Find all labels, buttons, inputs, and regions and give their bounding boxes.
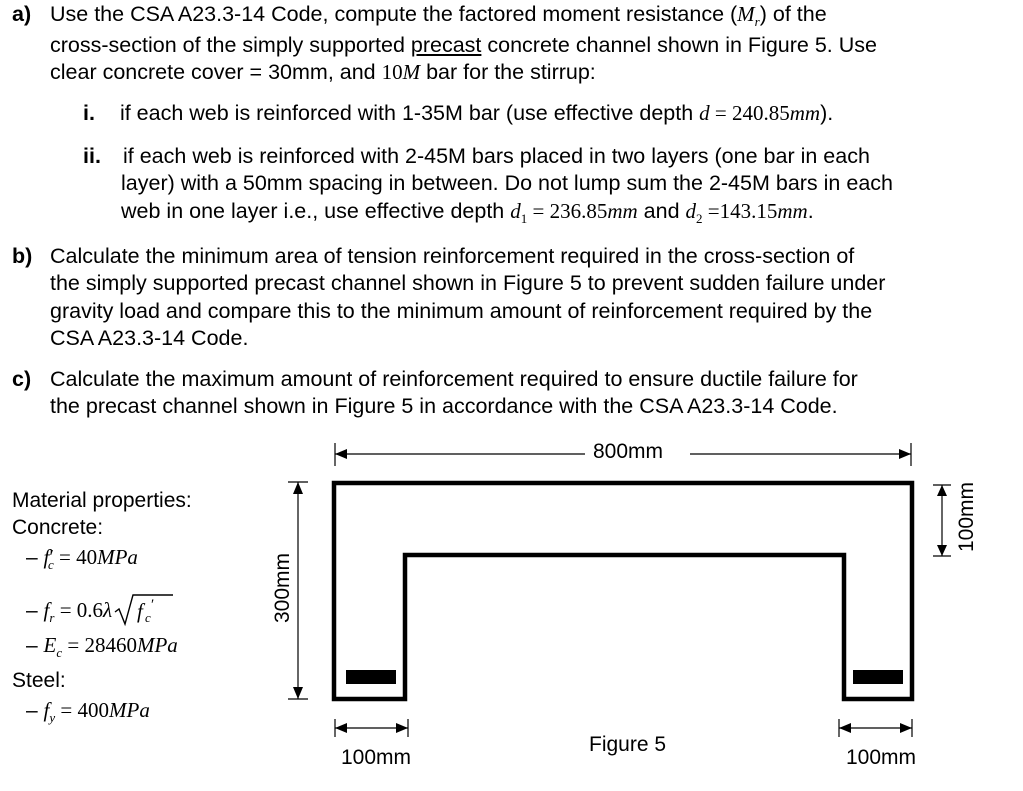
left-web-dimension-label: 100mm: [341, 746, 412, 769]
question-a-line2: cross-section of the simply supported pr…: [50, 32, 877, 60]
flange-arrow-bottom: [937, 545, 947, 556]
d1-value: = 236.85: [527, 199, 608, 223]
question-a-i-text: if each web is reinforced with 1-35M bar…: [119, 101, 700, 125]
bullet-dash: –: [26, 599, 38, 622]
question-a-ii-number: ii.: [83, 144, 101, 168]
left-web-arrow-left: [335, 723, 347, 733]
ec-value: = 28460: [62, 633, 137, 657]
symbol-d2: d: [685, 199, 697, 223]
symbol-f: f: [43, 698, 50, 722]
concrete-label: Concrete:: [12, 516, 104, 539]
question-c-line1: Calculate the maximum amount of reinforc…: [50, 367, 858, 391]
svg-text:f: f: [137, 599, 146, 623]
question-a-line2-end: concrete channel shown in Figure 5. Use: [481, 33, 877, 57]
right-web-arrow-left: [839, 723, 851, 733]
flange-arrow-top: [937, 485, 947, 496]
question-a-ii-line3-text: web in one layer i.e., use effective dep…: [121, 199, 511, 223]
width-dimension-label: 800mm: [593, 440, 664, 463]
symbol-lambda: λ: [103, 598, 113, 622]
symbol-f: f: [43, 545, 50, 569]
svg-text:′: ′: [151, 597, 154, 613]
fy-unit: MPa: [109, 698, 150, 722]
question-b-line2: the simply supported precast channel sho…: [50, 271, 886, 295]
question-c-line2: the precast channel shown in Figure 5 in…: [50, 394, 838, 418]
fc-unit: MPa: [97, 545, 138, 569]
symbol-d: d: [699, 101, 710, 125]
symbol-r-subscript: r: [754, 14, 760, 29]
right-web-arrow-right: [900, 723, 912, 733]
d1-unit: mm: [607, 199, 638, 223]
property-fc: – f′c = 40MPa: [26, 544, 138, 578]
question-a-letter: a): [12, 2, 32, 26]
question-b-line3: gravity load and compare this to the min…: [50, 299, 873, 323]
height-dimension-label: 300mm: [271, 552, 294, 623]
flange-dimension-label: 100mm: [955, 481, 978, 552]
fc-value: = 40: [53, 545, 98, 569]
question-a-line3-end: bar for the stirrup:: [420, 60, 596, 84]
question-a-i-value: = 240.85: [709, 101, 790, 125]
question-a-i-unit: mm: [789, 101, 821, 125]
question-a-line3: clear concrete cover = 30mm, and 10M bar…: [50, 59, 596, 87]
bar-size-number: 10: [381, 60, 403, 84]
property-ec: – Ec = 28460MPa: [26, 632, 178, 666]
question-a-line1: Use the CSA A23.3-14 Code, compute the f…: [50, 1, 827, 36]
symbol-r-subscript: r: [49, 610, 55, 625]
question-a-i-number: i.: [83, 101, 95, 125]
d2-value: =143.15: [702, 199, 778, 223]
question-b-letter: b): [12, 244, 33, 268]
fr-coefficient: = 0.6: [54, 598, 104, 622]
height-arrow-top: [293, 482, 303, 494]
question-b-line4: CSA A23.3-14 Code.: [50, 326, 249, 350]
ec-unit: MPa: [136, 633, 178, 657]
question-a-ii-line1: if each web is reinforced with 2-45M bar…: [123, 144, 870, 168]
question-a-ii-end: .: [807, 199, 814, 223]
bullet-dash: –: [26, 634, 38, 657]
question-b-line1: Calculate the minimum area of tension re…: [50, 244, 855, 268]
figure-caption: Figure 5: [589, 733, 667, 756]
property-fr: – fr = 0.6λ f c ′: [26, 591, 175, 631]
left-rebar: [346, 670, 396, 684]
left-web-arrow-right: [396, 723, 408, 733]
property-fy: – fy = 400MPa: [26, 697, 150, 731]
bullet-dash: –: [26, 699, 38, 722]
right-rebar: [853, 670, 903, 684]
question-a-line1-end: ) of the: [759, 2, 827, 26]
channel-section-outline: [331, 480, 915, 702]
width-arrow-left: [335, 449, 347, 459]
d2-unit: mm: [777, 199, 808, 223]
question-a-line1-text: Use the CSA A23.3-14 Code, compute the f…: [50, 2, 738, 26]
question-a-line2-text: cross-section of the simply supported: [50, 33, 411, 57]
material-properties-heading: Material properties:: [12, 489, 192, 512]
symbol-prime: ′: [49, 545, 54, 569]
symbol-f: f: [43, 598, 50, 622]
symbol-c-subscript: c: [47, 557, 54, 572]
symbol-c-subscript: c: [56, 645, 63, 660]
question-a-i: i. if each web is reinforced with 1-35M …: [83, 100, 833, 128]
fy-value: = 400: [55, 698, 109, 722]
symbol-d1: d: [510, 199, 521, 223]
bar-size-symbol: M: [402, 60, 421, 84]
symbol-M: M: [737, 2, 755, 26]
underlined-word-precast: precast: [410, 33, 482, 57]
right-web-dimension-label: 100mm: [846, 746, 917, 769]
word-and: and: [637, 199, 686, 223]
height-arrow-bottom: [293, 687, 303, 699]
symbol-d1-subscript: 1: [520, 211, 528, 226]
width-arrow-right: [899, 449, 911, 459]
question-c-letter: c): [12, 367, 32, 391]
question-a-ii-line3: web in one layer i.e., use effective dep…: [121, 198, 814, 233]
symbol-E: E: [43, 633, 57, 657]
symbol-y-subscript: y: [49, 710, 56, 725]
square-root-sign-icon: f c ′: [114, 594, 174, 627]
steel-label: Steel:: [12, 669, 66, 692]
question-a-i-end: ).: [820, 101, 834, 125]
bullet-dash: –: [26, 546, 38, 569]
symbol-d2-subscript: 2: [696, 211, 703, 226]
question-a-ii-line2: layer) with a 50mm spacing in between. D…: [121, 171, 893, 195]
question-a-line3-text: clear concrete cover = 30mm, and: [50, 60, 382, 84]
svg-text:c: c: [145, 610, 151, 625]
